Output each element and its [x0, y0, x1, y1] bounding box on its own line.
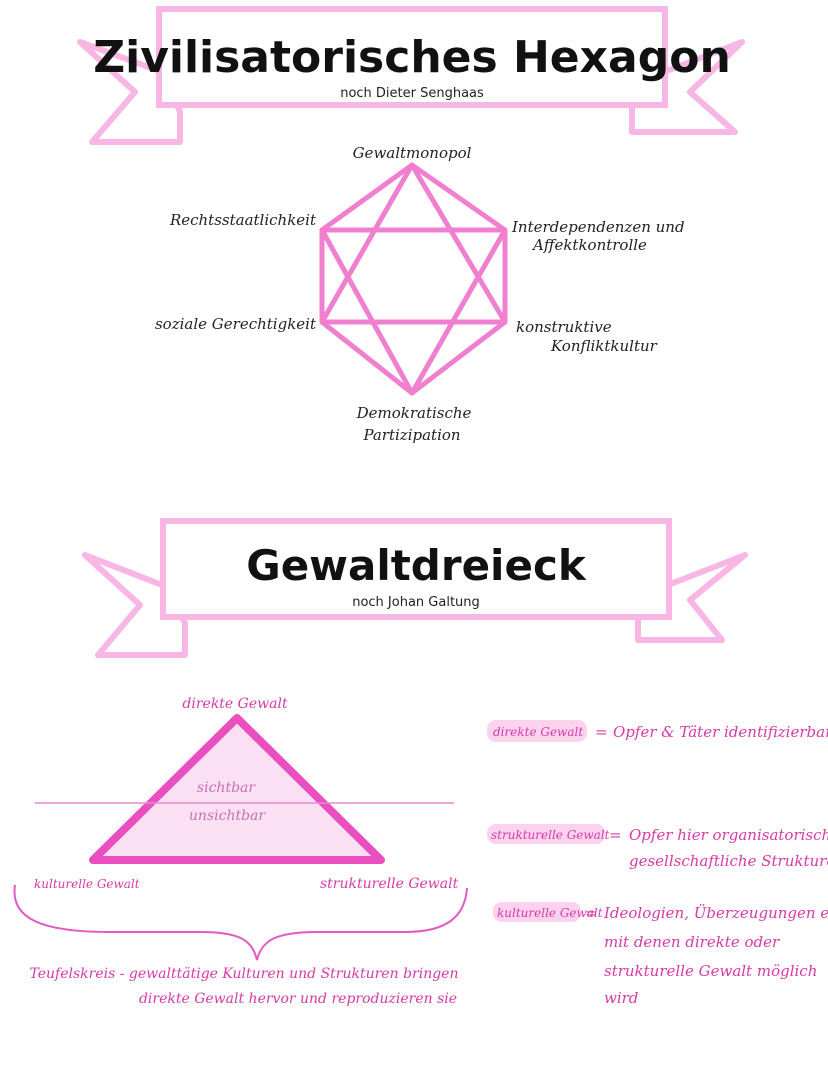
triangle-subtitle: noch Johan Galtung — [352, 595, 480, 610]
vertex-rechtsstaatlichkeit: Rechtsstaatlichkeit — [169, 211, 317, 229]
hexagon-subtitle: noch Dieter Senghaas — [340, 86, 484, 101]
definition-kulturelle: kulturelle Gewalt = Ideologien, Überzeug… — [493, 902, 828, 1007]
curly-brace — [13, 884, 468, 961]
hexagon-diagram — [319, 162, 508, 396]
triangle-left-label: kulturelle Gewalt — [34, 877, 140, 891]
vertex-partizipation-line2: Partizipation — [362, 426, 460, 444]
definition-term-kulturelle: kulturelle Gewalt — [497, 906, 603, 920]
triangle-title: Gewaltdreieck — [246, 541, 587, 590]
definition-eq-kulturelle: = — [585, 904, 598, 922]
definition-term-strukturelle: strukturelle Gewalt — [491, 828, 610, 842]
triangle-shape — [89, 714, 385, 864]
vertex-interdependenzen-line2: Affektkontrolle — [531, 236, 647, 254]
definition-text-kulturelle-3: strukturelle Gewalt möglich — [604, 962, 817, 980]
definition-term-direkte: direkte Gewalt — [493, 725, 583, 739]
brace-note-line2: direkte Gewalt hervor und reproduzieren … — [139, 991, 457, 1007]
violence-triangle — [35, 714, 454, 864]
definition-text-strukturelle-2: gesellschaftliche Strukturen — [629, 852, 828, 870]
star-triangle-up — [319, 162, 508, 325]
definition-eq-direkte: = — [595, 723, 608, 741]
triangle-top-label: direkte Gewalt — [182, 696, 288, 712]
definition-text-kulturelle-1: Ideologien, Überzeugungen etc. — [603, 904, 828, 922]
definition-text-kulturelle-2: mit denen direkte oder — [604, 933, 780, 951]
definition-direkte: direkte Gewalt = Opfer & Täter identifiz… — [487, 720, 828, 742]
vertex-gewaltmonopol: Gewaltmonopol — [353, 144, 472, 162]
vertex-konfliktkultur-line2: Konfliktkultur — [550, 337, 658, 355]
label-unsichtbar: unsichtbar — [189, 808, 266, 824]
definition-text-kulturelle-4: wird — [604, 989, 638, 1007]
label-sichtbar: sichtbar — [197, 780, 256, 796]
definition-text-strukturelle-1: Opfer hier organisatorische oder — [629, 826, 828, 844]
vertex-soziale-gerechtigkeit: soziale Gerechtigkeit — [155, 315, 317, 333]
star-triangle-down — [319, 227, 508, 396]
vertex-konfliktkultur-line1: konstruktive — [516, 318, 612, 336]
definition-eq-strukturelle: = — [609, 826, 622, 844]
vertex-partizipation-line1: Demokratische — [356, 404, 472, 422]
definition-text-direkte-1: Opfer & Täter identifizierbar — [613, 723, 828, 741]
highlight-direkte — [487, 720, 587, 742]
vertex-interdependenzen-line1: Interdependenzen und — [511, 218, 685, 236]
highlight-kulturelle — [493, 902, 581, 922]
hexagon-title: Zivilisatorisches Hexagon — [93, 32, 731, 83]
highlight-strukturelle — [487, 824, 605, 844]
banner-gewaltdreieck — [82, 518, 748, 658]
definition-strukturelle: strukturelle Gewalt = Opfer hier organis… — [487, 824, 828, 870]
brace-note-line1: Teufelskreis - gewalttätige Kulturen und… — [30, 966, 459, 982]
banner-hexagon — [77, 6, 745, 145]
triangle-right-label: strukturelle Gewalt — [320, 876, 459, 892]
